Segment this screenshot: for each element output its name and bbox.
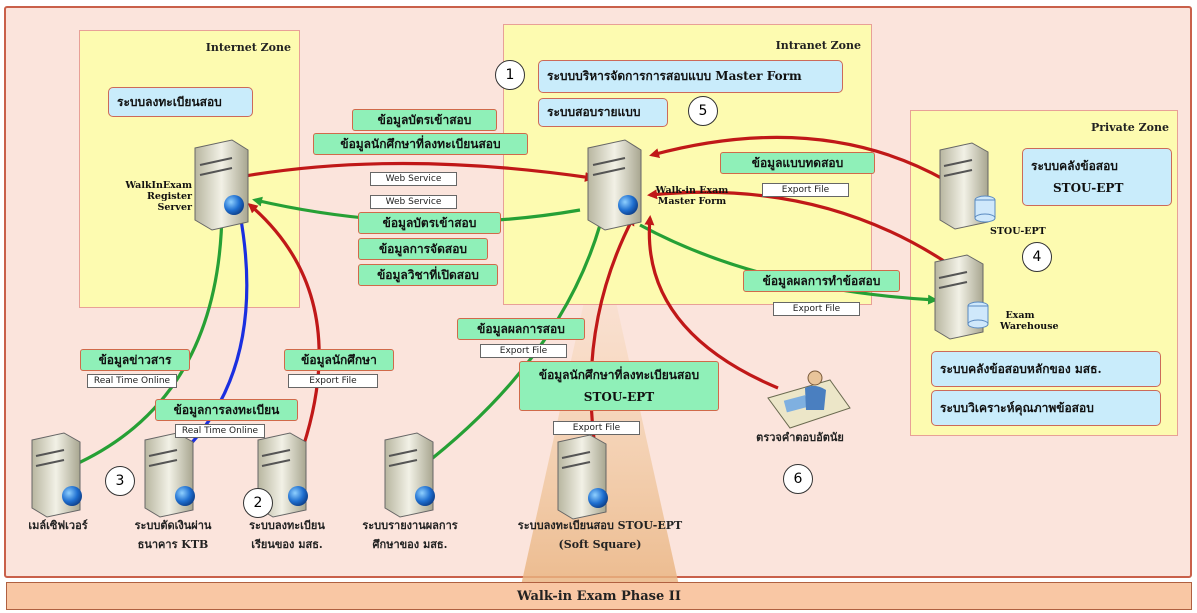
- callout-1: 1: [495, 60, 525, 90]
- master-server-label-1: Walk-in Exam: [655, 185, 729, 196]
- arrow-checker-to-master: [644, 215, 779, 390]
- register-server-label-1: WalkInExam: [125, 180, 192, 191]
- callout-3: 3: [105, 466, 135, 496]
- registration-system-label-2: เรียนของ มสธ.: [251, 538, 323, 551]
- registration-system-label: ระบบลงทะเบียน เรียนของ มสธ.: [232, 516, 342, 554]
- ktb-label: ระบบตัดเงินผ่าน ธนาคาร KTB: [118, 516, 228, 554]
- tag-real-time-news: Real Time Online: [87, 374, 177, 388]
- flow-label-test-form: ข้อมูลแบบทดสอบ: [720, 152, 875, 174]
- exam-by-form-label: ระบบสอบรายแบบ: [547, 105, 641, 119]
- stou-ept-server-icon: [939, 142, 996, 230]
- exam-by-form-box: ระบบสอบรายแบบ: [538, 98, 668, 127]
- arrow-regsys-to-register: [247, 203, 321, 471]
- master-server-label-2: Master Form: [657, 196, 727, 207]
- registration-system-label-1: ระบบลงทะเบียน: [249, 519, 325, 532]
- flow-label-test-results: ข้อมูลผลการทำข้อสอบ: [743, 270, 900, 292]
- report-server-icon: [384, 432, 435, 518]
- callout-6: 6: [783, 464, 813, 494]
- master-form-mgmt-box: ระบบบริหารจัดการการสอบแบบ Master Form: [538, 60, 843, 93]
- flow-label-open-subjects: ข้อมูลวิชาที่เปิดสอบ: [358, 264, 498, 286]
- question-bank-box: ระบบคลังข้อสอบ STOU-EPT: [1022, 148, 1172, 206]
- arrow-register-to-master: [244, 161, 595, 182]
- answer-checker-person-icon: [767, 370, 851, 429]
- tag-web-service-2: Web Service: [370, 195, 457, 209]
- stou-ept-server-label: STOU-EPT: [990, 226, 1046, 237]
- callout-2: 2: [243, 488, 273, 518]
- private-zone-label: Private Zone: [1090, 121, 1169, 134]
- flow-label-exam-results: ข้อมูลผลการสอบ: [457, 318, 585, 340]
- register-server-icon: [194, 139, 249, 231]
- ept-registration-server-icon: [557, 434, 608, 520]
- footer-banner: Walk-in Exam Phase II: [6, 582, 1192, 610]
- ktb-label-1: ระบบตัดเงินผ่าน: [134, 519, 212, 532]
- internet-zone-label: Internet Zone: [205, 41, 291, 54]
- arrow-warehouse-to-master: [647, 189, 951, 267]
- tag-real-time-registration: Real Time Online: [175, 424, 265, 438]
- warehouse-server-label-2: Warehouse: [1000, 321, 1059, 332]
- warehouse-server-label: Exam Warehouse: [1000, 310, 1059, 332]
- tag-export-file-ept: Export File: [553, 421, 640, 435]
- report-system-label-2: ศึกษาของ มสธ.: [372, 538, 448, 551]
- answer-check-label: ตรวจคำตอบอัตนัย: [756, 431, 844, 444]
- tag-export-file-student: Export File: [288, 374, 378, 388]
- warehouse-server-label-1: Exam: [1005, 310, 1035, 321]
- mail-server-label: เมล์เซิฟเวอร์: [28, 519, 88, 532]
- flow-label-registered-ept: ข้อมูลนักศึกษาที่ลงทะเบียนสอบ STOU-EPT: [519, 361, 719, 411]
- flow-label-student-info: ข้อมูลนักศึกษา: [284, 349, 394, 371]
- tag-web-service-1: Web Service: [370, 172, 457, 186]
- master-server-label: Walk-in Exam Master Form: [654, 185, 730, 207]
- master-server-icon: [587, 139, 642, 231]
- question-bank-label-2: STOU-EPT: [1053, 181, 1124, 195]
- report-system-label-1: ระบบรายงานผลการ: [362, 519, 458, 532]
- tag-export-file-exam-results: Export File: [480, 344, 567, 358]
- ept-registration-label-1: ระบบลงทะเบียนสอบ STOU-EPT: [517, 519, 683, 532]
- flow-label-admission-card-top: ข้อมูลบัตรเข้าสอบ: [352, 109, 497, 131]
- register-system-box: ระบบลงทะเบียนสอบ: [108, 87, 253, 117]
- flow-label-registration-info: ข้อมูลการลงทะเบียน: [155, 399, 298, 421]
- ept-registration-label: ระบบลงทะเบียนสอบ STOU-EPT (Soft Square): [495, 516, 705, 554]
- register-server-label: WalkInExam Register Server: [124, 180, 192, 213]
- flow-label-exam-arrangement: ข้อมูลการจัดสอบ: [358, 238, 488, 260]
- mail-server-icon: [31, 432, 82, 518]
- ktb-server-icon: [144, 432, 195, 518]
- flow-label-news: ข้อมูลข่าวสาร: [80, 349, 190, 371]
- arrow-stou-to-master: [649, 135, 946, 182]
- ept-registration-label-2: (Soft Square): [558, 538, 642, 551]
- ktb-label-2: ธนาคาร KTB: [137, 538, 209, 551]
- main-bank-box: ระบบคลังข้อสอบหลักของ มสธ.: [931, 351, 1161, 387]
- intranet-zone-label: Intranet Zone: [775, 39, 861, 52]
- tag-export-file-results: Export File: [773, 302, 860, 316]
- internet-zone: Internet Zone: [79, 30, 300, 308]
- tag-export-file-test-form: Export File: [762, 183, 849, 197]
- flow-label-registered-students-top: ข้อมูลนักศึกษาที่ลงทะเบียนสอบ: [313, 133, 528, 155]
- flow-label-registered-ept-2: STOU-EPT: [583, 390, 655, 404]
- report-system-label: ระบบรายงานผลการ ศึกษาของ มสธ.: [350, 516, 470, 554]
- callout-4: 4: [1022, 242, 1052, 272]
- callout-5: 5: [688, 96, 718, 126]
- warehouse-server-icon: [934, 254, 989, 340]
- quality-analysis-box: ระบบวิเคราะห์คุณภาพข้อสอบ: [931, 390, 1161, 426]
- question-bank-label-1: ระบบคลังข้อสอบ: [1031, 159, 1118, 173]
- register-server-label-2: Register Server: [147, 191, 192, 213]
- flow-label-admission-card-mid: ข้อมูลบัตรเข้าสอบ: [358, 212, 501, 234]
- flow-label-registered-ept-1: ข้อมูลนักศึกษาที่ลงทะเบียนสอบ: [538, 368, 700, 382]
